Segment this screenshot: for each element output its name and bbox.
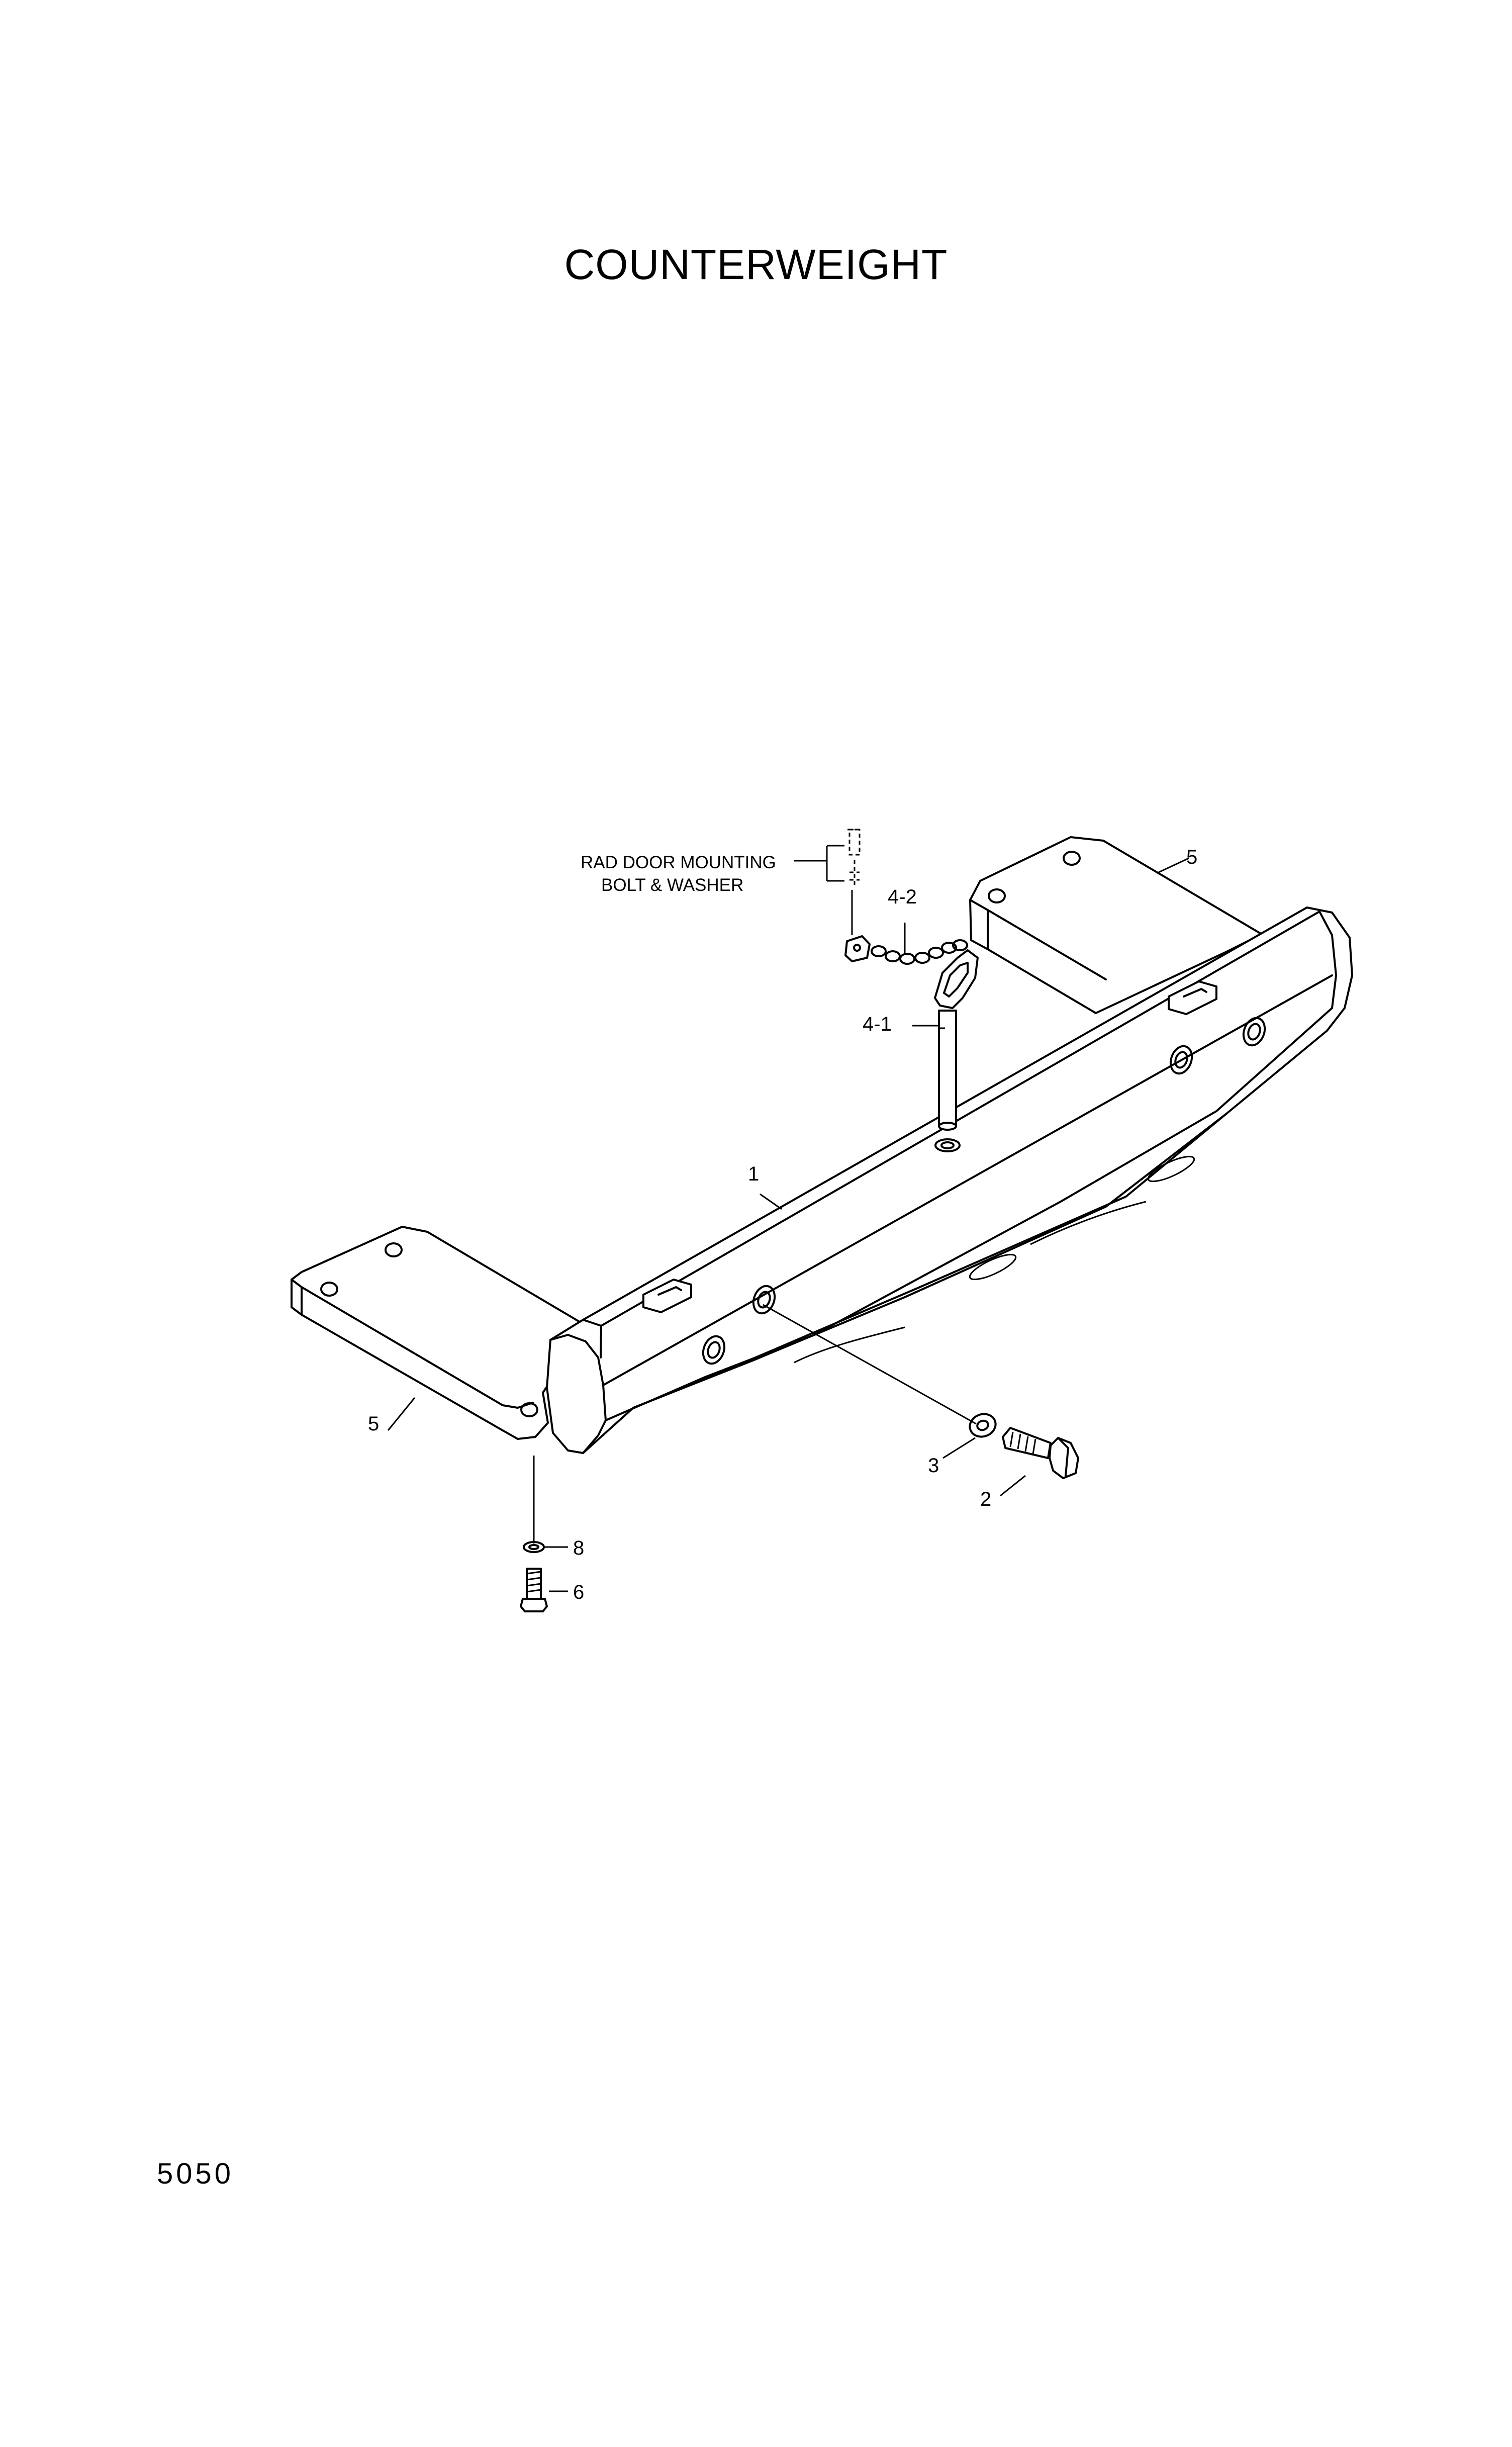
right-mounting-bracket — [969, 836, 1263, 1014]
lifting-slot-right — [1168, 980, 1217, 1015]
callout-3: 3 — [928, 1455, 939, 1477]
counterweight-body — [546, 907, 1353, 1454]
page-number: 5050 — [157, 2157, 234, 2190]
mounting-bolt — [520, 1568, 548, 1612]
callout-5-top: 5 — [1186, 846, 1197, 868]
callout-6: 6 — [573, 1581, 584, 1603]
left-mounting-bracket — [291, 1226, 594, 1440]
callout-4-2: 4-2 — [888, 886, 917, 908]
leader-lines — [387, 857, 1189, 1592]
callout-4-1: 4-1 — [863, 1013, 892, 1035]
bolt — [1002, 1427, 1079, 1479]
rad-door-bolt-reference — [794, 829, 862, 935]
note-line-2: BOLT & WASHER — [601, 875, 743, 895]
callout-8: 8 — [573, 1537, 584, 1559]
lock-pin — [934, 949, 979, 1131]
callout-2: 2 — [980, 1488, 991, 1510]
callout-5-left: 5 — [368, 1413, 379, 1435]
callout-1: 1 — [748, 1163, 759, 1185]
page-title: COUNTERWEIGHT — [564, 241, 948, 288]
note-line-1: RAD DOOR MOUNTING — [581, 853, 776, 872]
lifting-slot-left — [642, 1279, 692, 1313]
washer — [969, 1413, 997, 1438]
pin-chain — [844, 935, 968, 965]
